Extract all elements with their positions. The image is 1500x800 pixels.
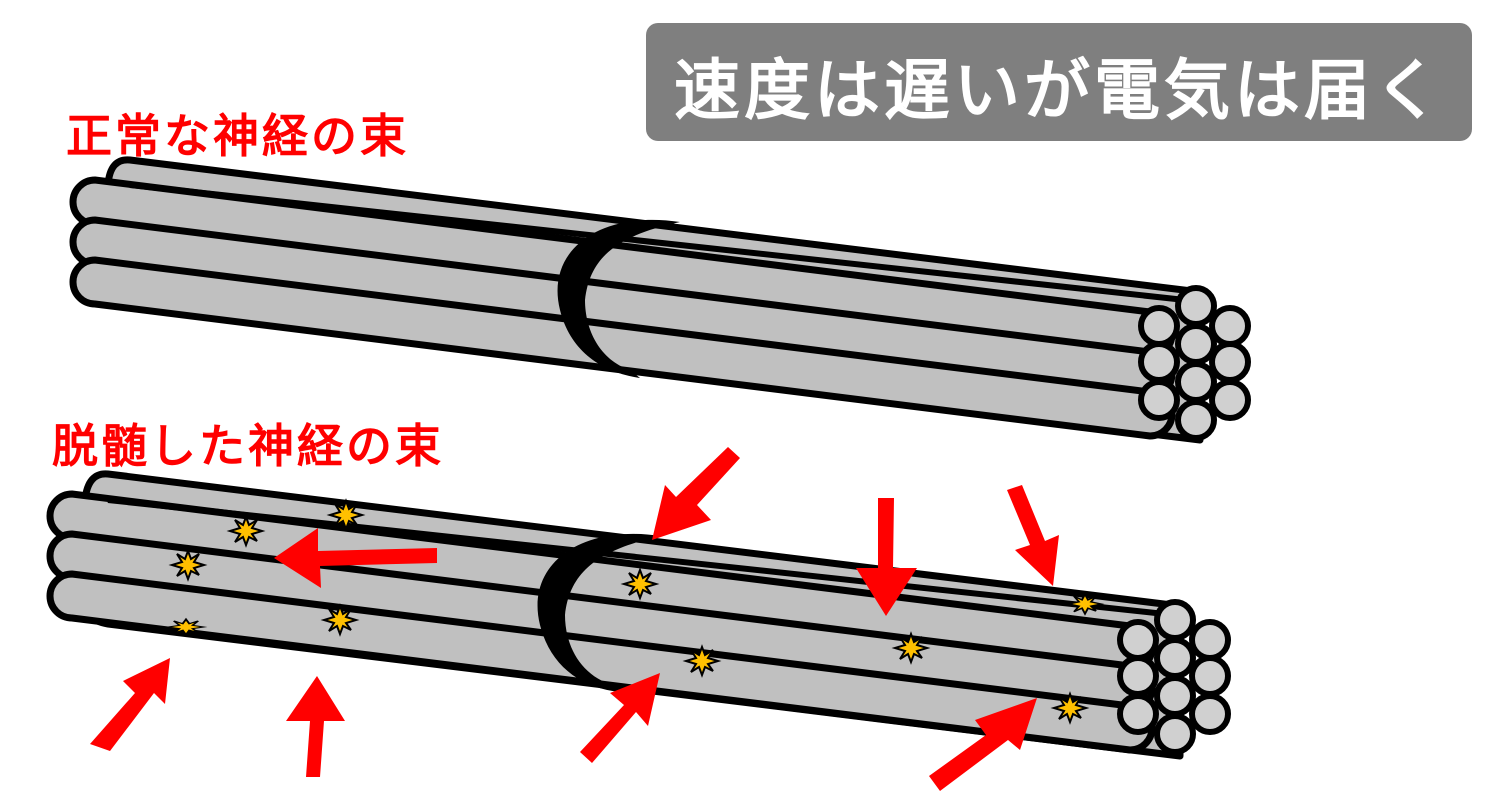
normal-bundle-label: 正常な神経の束 [66,109,409,163]
myelin-ring-icon [557,219,680,378]
fiber-ends [1138,285,1251,441]
fiber-ends [1117,599,1231,755]
normal-bundle [69,156,1251,444]
title-banner: 速度は遅いが電気は届く [646,23,1472,141]
demyelinated-bundle [46,447,1231,791]
demyelinated-bundle-label: 脱髄した神経の束 [52,419,444,473]
title-text: 速度は遅いが電気は届く [674,52,1444,129]
myelin-ring-icon [537,533,660,692]
attack-arrow-icons [90,447,1059,791]
